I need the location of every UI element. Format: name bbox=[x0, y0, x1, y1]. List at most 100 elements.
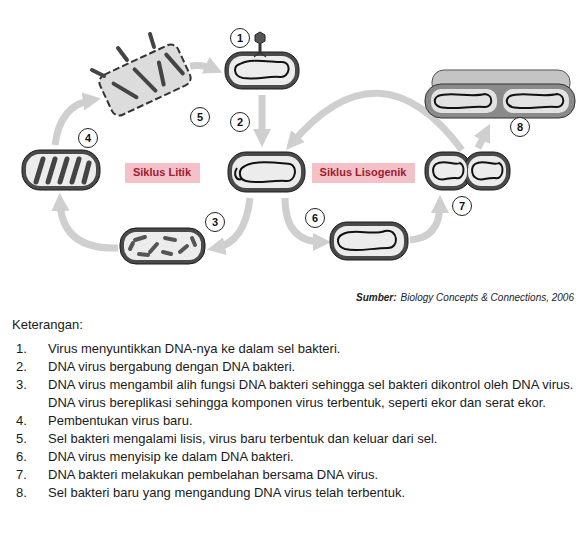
phage-rod bbox=[135, 65, 156, 95]
phage-part bbox=[163, 252, 171, 254]
cell-cytoplasm bbox=[468, 156, 506, 186]
bacterial-dna bbox=[235, 61, 288, 79]
phage-rod bbox=[92, 70, 104, 76]
phage-rod bbox=[72, 159, 79, 182]
source-reference: Biology Concepts & Connections, 2006 bbox=[401, 292, 574, 304]
callout-number: 1 bbox=[230, 28, 250, 48]
cycle-arrow bbox=[55, 100, 92, 145]
callout-text: 7 bbox=[459, 201, 465, 212]
list-text: Sel bakteri mengalami lisis, virus baru … bbox=[48, 430, 575, 448]
phage-tail-fiber bbox=[254, 53, 266, 57]
callout-text: 5 bbox=[197, 112, 203, 123]
prophage-dna bbox=[472, 162, 502, 179]
list-text: Pembentukan virus baru. bbox=[48, 412, 575, 430]
prophage-dna bbox=[338, 231, 396, 250]
callout-text: 1 bbox=[237, 33, 243, 44]
list-text: DNA bakteri melakukan pembelahan bersama… bbox=[48, 466, 575, 484]
bacterium-cell bbox=[120, 228, 205, 264]
callout-text: 6 bbox=[312, 213, 318, 224]
prophage-dna bbox=[507, 94, 563, 108]
list-number: 1. bbox=[16, 340, 27, 358]
phage-part bbox=[139, 254, 148, 255]
phage-rod bbox=[84, 163, 89, 182]
cycle-label: Siklus Litik bbox=[125, 163, 200, 183]
cell-cytoplasm bbox=[503, 89, 569, 113]
list-number: 5. bbox=[16, 430, 27, 448]
list-number: 8. bbox=[16, 484, 27, 502]
callout-text: 4 bbox=[85, 133, 91, 144]
list-number: 3. bbox=[16, 376, 27, 394]
phage-rod bbox=[60, 159, 67, 182]
callout-number: 2 bbox=[230, 112, 250, 132]
phage-part bbox=[150, 244, 157, 252]
phage-tail bbox=[259, 44, 262, 54]
escaping-phages bbox=[92, 34, 154, 76]
cycle-illustration bbox=[0, 0, 585, 300]
phage-rod bbox=[36, 159, 43, 182]
phage-rod bbox=[166, 52, 182, 77]
dividing-cell bbox=[464, 152, 510, 190]
prophage-dna bbox=[435, 94, 491, 108]
dividing-cell bbox=[425, 152, 471, 190]
list-text: DNA virus mengambil alih fungsi DNA bakt… bbox=[48, 376, 575, 412]
ruptured-membrane bbox=[97, 42, 194, 118]
lysed-cell bbox=[97, 42, 194, 118]
cell-cytoplasm bbox=[429, 156, 467, 186]
cell-cytoplasm bbox=[334, 226, 404, 256]
cycle-arrow bbox=[410, 204, 440, 240]
callout-text: 2 bbox=[237, 117, 243, 128]
callout-number: 8 bbox=[510, 117, 530, 137]
bacterium-cell bbox=[330, 222, 408, 260]
cycle-arrow bbox=[478, 132, 486, 148]
list-number: 6. bbox=[16, 448, 27, 466]
list-number: 4. bbox=[16, 412, 27, 430]
cell-cytoplasm bbox=[26, 154, 96, 186]
list-text: DNA virus menyisip ke dalam DNA bakteri. bbox=[48, 448, 575, 466]
bacterium-cell bbox=[225, 52, 299, 89]
legend-heading: Keterangan: bbox=[12, 316, 83, 334]
callout-number: 6 bbox=[305, 208, 325, 228]
list-text: DNA virus bergabung dengan DNA bakteri. bbox=[48, 358, 575, 376]
phage-part bbox=[130, 243, 133, 249]
cycle-label: Siklus Lisogenik bbox=[312, 163, 415, 183]
daughter-cells bbox=[425, 84, 575, 118]
cycle-arrow bbox=[259, 95, 266, 138]
list-text: Virus menyuntikkan DNA-nya ke dalam sel … bbox=[48, 340, 575, 358]
list-number: 7. bbox=[16, 466, 27, 484]
cell-cytoplasm bbox=[232, 156, 301, 188]
phage-head bbox=[255, 32, 265, 44]
cycle-arrow bbox=[285, 198, 322, 242]
phage-part bbox=[165, 238, 175, 240]
list-number: 2. bbox=[16, 358, 27, 376]
phage-part bbox=[192, 238, 195, 245]
callout-text: 8 bbox=[517, 122, 523, 133]
phage-rod bbox=[150, 34, 154, 47]
callout-number: 4 bbox=[78, 128, 98, 148]
bacterium-cell bbox=[228, 152, 305, 192]
viral-dna bbox=[235, 168, 242, 179]
cycle-name: Siklus Litik bbox=[133, 166, 191, 179]
cell-cytoplasm bbox=[229, 56, 295, 85]
new-phages bbox=[36, 159, 89, 182]
cycle-name: Siklus Lisogenik bbox=[320, 166, 407, 179]
phage-rod bbox=[48, 159, 55, 182]
callout-number: 7 bbox=[452, 196, 472, 216]
released-phages bbox=[112, 52, 185, 106]
callout-number: 3 bbox=[205, 212, 225, 232]
list-text: Sel bakteri baru yang mengandung DNA vir… bbox=[48, 484, 575, 502]
phage-parts bbox=[130, 237, 195, 255]
callout-number: 5 bbox=[190, 107, 210, 127]
phage-rod bbox=[118, 48, 127, 60]
callout-text: 3 bbox=[212, 217, 218, 228]
phage-part bbox=[135, 237, 145, 240]
prophage-dna bbox=[433, 162, 463, 179]
bacterial-dna bbox=[240, 162, 295, 182]
phage-part bbox=[180, 246, 187, 252]
bacterium-cell bbox=[22, 150, 100, 190]
source-label: Sumber: bbox=[356, 292, 397, 304]
cycle-arrow bbox=[190, 65, 214, 69]
phage-rod bbox=[154, 62, 168, 84]
cell-cytoplasm bbox=[124, 232, 201, 260]
phage-rod bbox=[114, 77, 137, 103]
